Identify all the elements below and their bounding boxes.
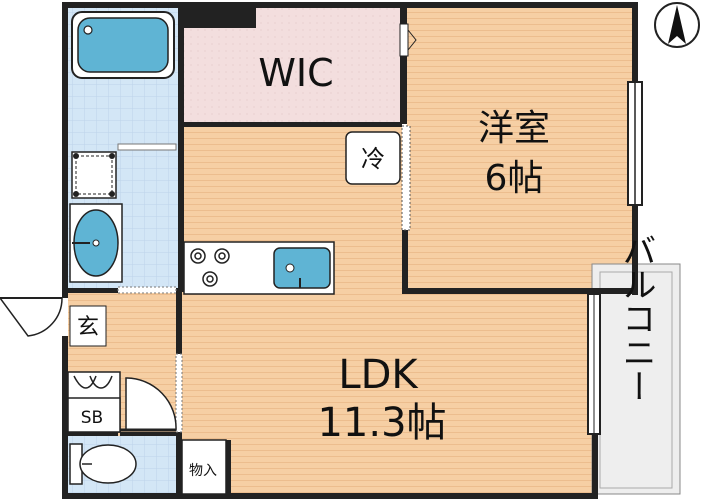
storage-label: 物入 [189, 463, 217, 479]
balcony-label: バルコニー [616, 233, 656, 403]
washbasin [69, 203, 123, 283]
fridge-label: 冷 [361, 145, 385, 173]
window-east [627, 81, 643, 206]
ldk-floor-lower [182, 292, 592, 494]
bedroom-sliding-door [401, 125, 411, 231]
entrance-box: 玄 [69, 305, 107, 347]
shoe-box-label: SB [81, 408, 103, 428]
stove-burners [190, 248, 230, 287]
toilet [69, 443, 137, 485]
washroom-sliding-door [117, 286, 177, 294]
washing-machine [71, 151, 117, 199]
storage: 物入 [181, 439, 231, 495]
wic-label: WIC [258, 51, 333, 95]
ldk-label: LDK [338, 352, 419, 398]
western-room-size: 6帖 [485, 158, 544, 199]
bath-sliding-door [117, 143, 177, 151]
ldk-size: 11.3帖 [317, 400, 446, 446]
western-room-floor [407, 8, 632, 292]
entrance-label: 玄 [77, 315, 99, 340]
walls [62, 2, 638, 499]
kitchen-counter [183, 241, 335, 295]
hall-sliding-door [175, 353, 183, 433]
balcony-sliding-door [587, 293, 601, 435]
fridge-space: 冷 [345, 131, 401, 185]
entrance-door [0, 297, 63, 337]
shoe-box: SB [67, 371, 121, 433]
western-room-label: 洋室 [478, 108, 550, 149]
wic-door [399, 23, 417, 57]
toilet-door [120, 377, 177, 432]
kitchen-sink [273, 247, 331, 289]
north-arrow-icon [654, 2, 700, 48]
bathtub [71, 11, 175, 79]
